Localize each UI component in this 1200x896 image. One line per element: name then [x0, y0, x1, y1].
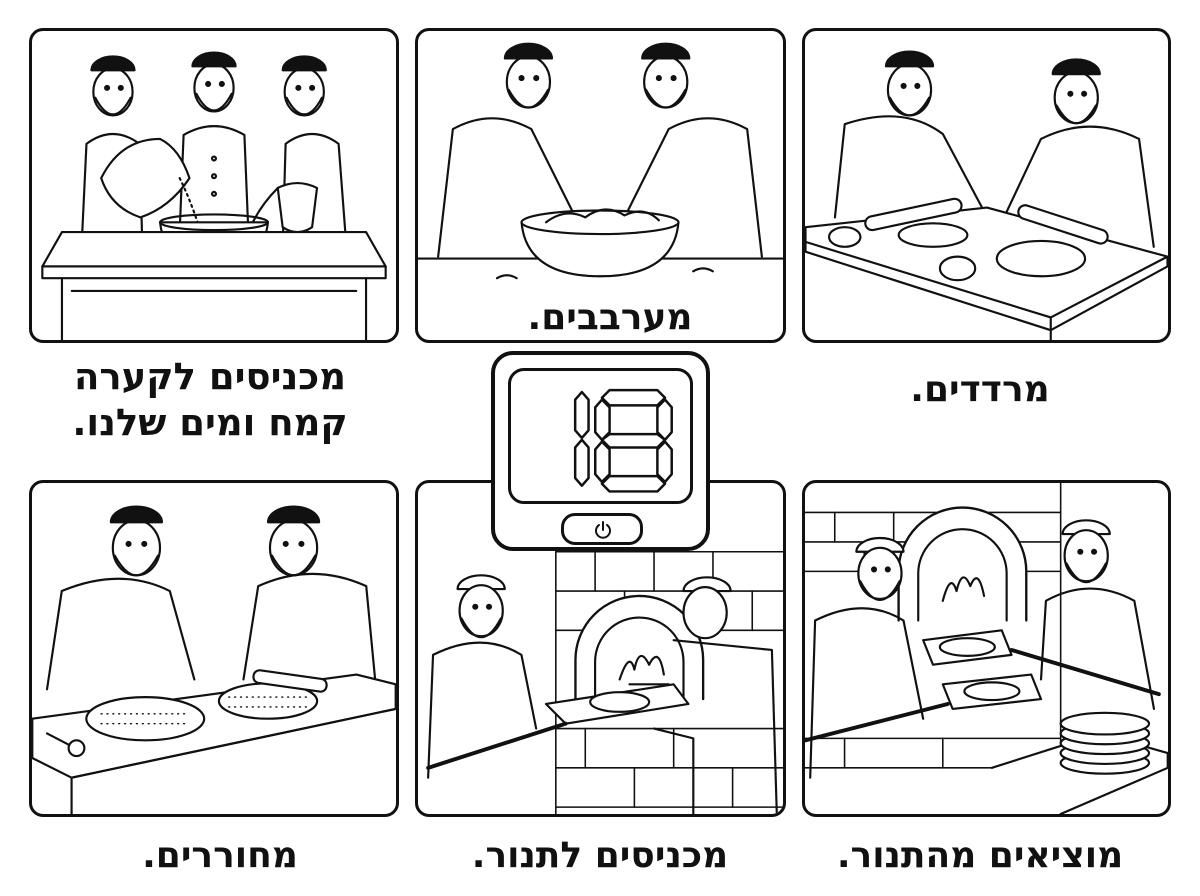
caption-step-1: מכניסים לקערה קמח ומים שלנו.	[40, 354, 380, 446]
power-button[interactable]	[561, 513, 643, 545]
caption-step-4: מחוררים.	[142, 835, 298, 876]
caption-step-3: מרדדים.	[910, 369, 1050, 410]
caption-step-1-line-1: מכניסים לקערה	[73, 355, 347, 398]
illustration-pouring-ingredients	[41, 51, 387, 340]
caption-step-2: מערבבים.	[480, 296, 740, 340]
illustration-rolling	[805, 50, 1168, 340]
caption-step-1-line-2: קמח ומים שלנו.	[72, 401, 348, 444]
power-icon	[595, 521, 611, 539]
illustration-perforating	[32, 505, 396, 814]
panel-step-4	[29, 480, 399, 817]
illustration-kneading	[418, 42, 783, 280]
panel-step-2	[415, 28, 786, 343]
seven-segment-digits	[573, 388, 673, 493]
panel-step-1	[29, 28, 399, 343]
timer-display: 18	[508, 368, 693, 504]
caption-step-6: מוציאים מהתנור.	[836, 835, 1124, 876]
illustration-into-oven	[426, 550, 783, 814]
timer-device: 18	[491, 351, 710, 551]
illustration-out-of-oven	[805, 483, 1168, 814]
panel-step-3	[802, 28, 1171, 343]
panel-step-6	[802, 480, 1171, 817]
caption-step-5: מכניסים לתנור.	[471, 835, 729, 876]
